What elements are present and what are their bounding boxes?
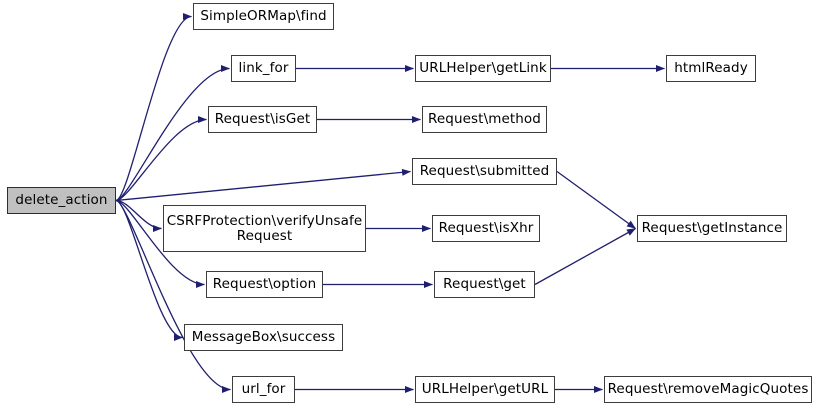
graph-node-request_submitted[interactable]: Request\submitted xyxy=(412,158,557,185)
graph-node-request_get[interactable]: Request\get xyxy=(434,271,535,298)
graph-node-htmlready[interactable]: htmlReady xyxy=(666,55,756,82)
graph-node-request_removemagic[interactable]: Request\removeMagicQuotes xyxy=(604,376,812,403)
graph-node-label: URLHelper\getURL xyxy=(421,381,549,397)
graph-edge-delete_action-to-simpleormap_find xyxy=(115,13,192,202)
graph-node-label: Request\submitted xyxy=(419,163,550,179)
graph-node-label: Request\removeMagicQuotes xyxy=(607,381,809,397)
graph-node-urlhelper_getlink[interactable]: URLHelper\getLink xyxy=(415,55,551,82)
graph-node-label: Request\get xyxy=(443,276,526,292)
graph-node-label: Request\getInstance xyxy=(641,220,783,236)
graph-edge-delete_action-to-request_submitted xyxy=(115,168,411,202)
graph-node-label: MessageBox\success xyxy=(191,329,336,345)
graph-node-label: delete_action xyxy=(15,192,108,208)
graph-node-csrf_verify[interactable]: CSRFProtection\verifyUnsafe Request xyxy=(163,205,366,252)
graph-node-label: Request\isGet xyxy=(214,111,311,127)
graph-node-label: Request\isXhr xyxy=(438,220,534,236)
graph-edge-delete_action-to-csrf_verify xyxy=(115,199,162,232)
graph-edge-delete_action-to-link_for xyxy=(115,65,230,202)
graph-node-label: Request\option xyxy=(212,276,317,292)
graph-node-label: CSRFProtection\verifyUnsafe Request xyxy=(166,212,363,244)
graph-node-label: Request\method xyxy=(428,111,541,127)
graph-node-label: htmlReady xyxy=(674,60,748,76)
graph-node-request_getinstance[interactable]: Request\getInstance xyxy=(637,215,787,242)
graph-node-request_method[interactable]: Request\method xyxy=(422,106,547,133)
graph-edge-request_get-to-request_getinstance xyxy=(534,227,636,286)
graph-node-urlhelper_geturl[interactable]: URLHelper\getURL xyxy=(415,376,555,403)
graph-node-simpleormap_find[interactable]: SimpleORMap\find xyxy=(193,3,334,30)
graph-node-request_isxhr[interactable]: Request\isXhr xyxy=(432,215,540,242)
graph-edge-delete_action-to-request_isget xyxy=(115,116,207,202)
graph-edge-request_submitted-to-request_getinstance xyxy=(556,170,636,230)
graph-node-link_for[interactable]: link_for xyxy=(231,55,296,82)
graph-node-request_isget[interactable]: Request\isGet xyxy=(208,106,317,133)
graph-node-delete_action[interactable]: delete_action xyxy=(7,187,116,214)
graph-node-request_option[interactable]: Request\option xyxy=(206,271,323,298)
graph-node-label: link_for xyxy=(238,60,289,76)
graph-node-messagebox_success[interactable]: MessageBox\success xyxy=(184,324,343,351)
graph-node-label: url_for xyxy=(241,381,286,397)
graph-node-label: URLHelper\getLink xyxy=(419,60,547,76)
graph-node-url_for[interactable]: url_for xyxy=(232,376,295,403)
graph-node-label: SimpleORMap\find xyxy=(200,8,327,24)
